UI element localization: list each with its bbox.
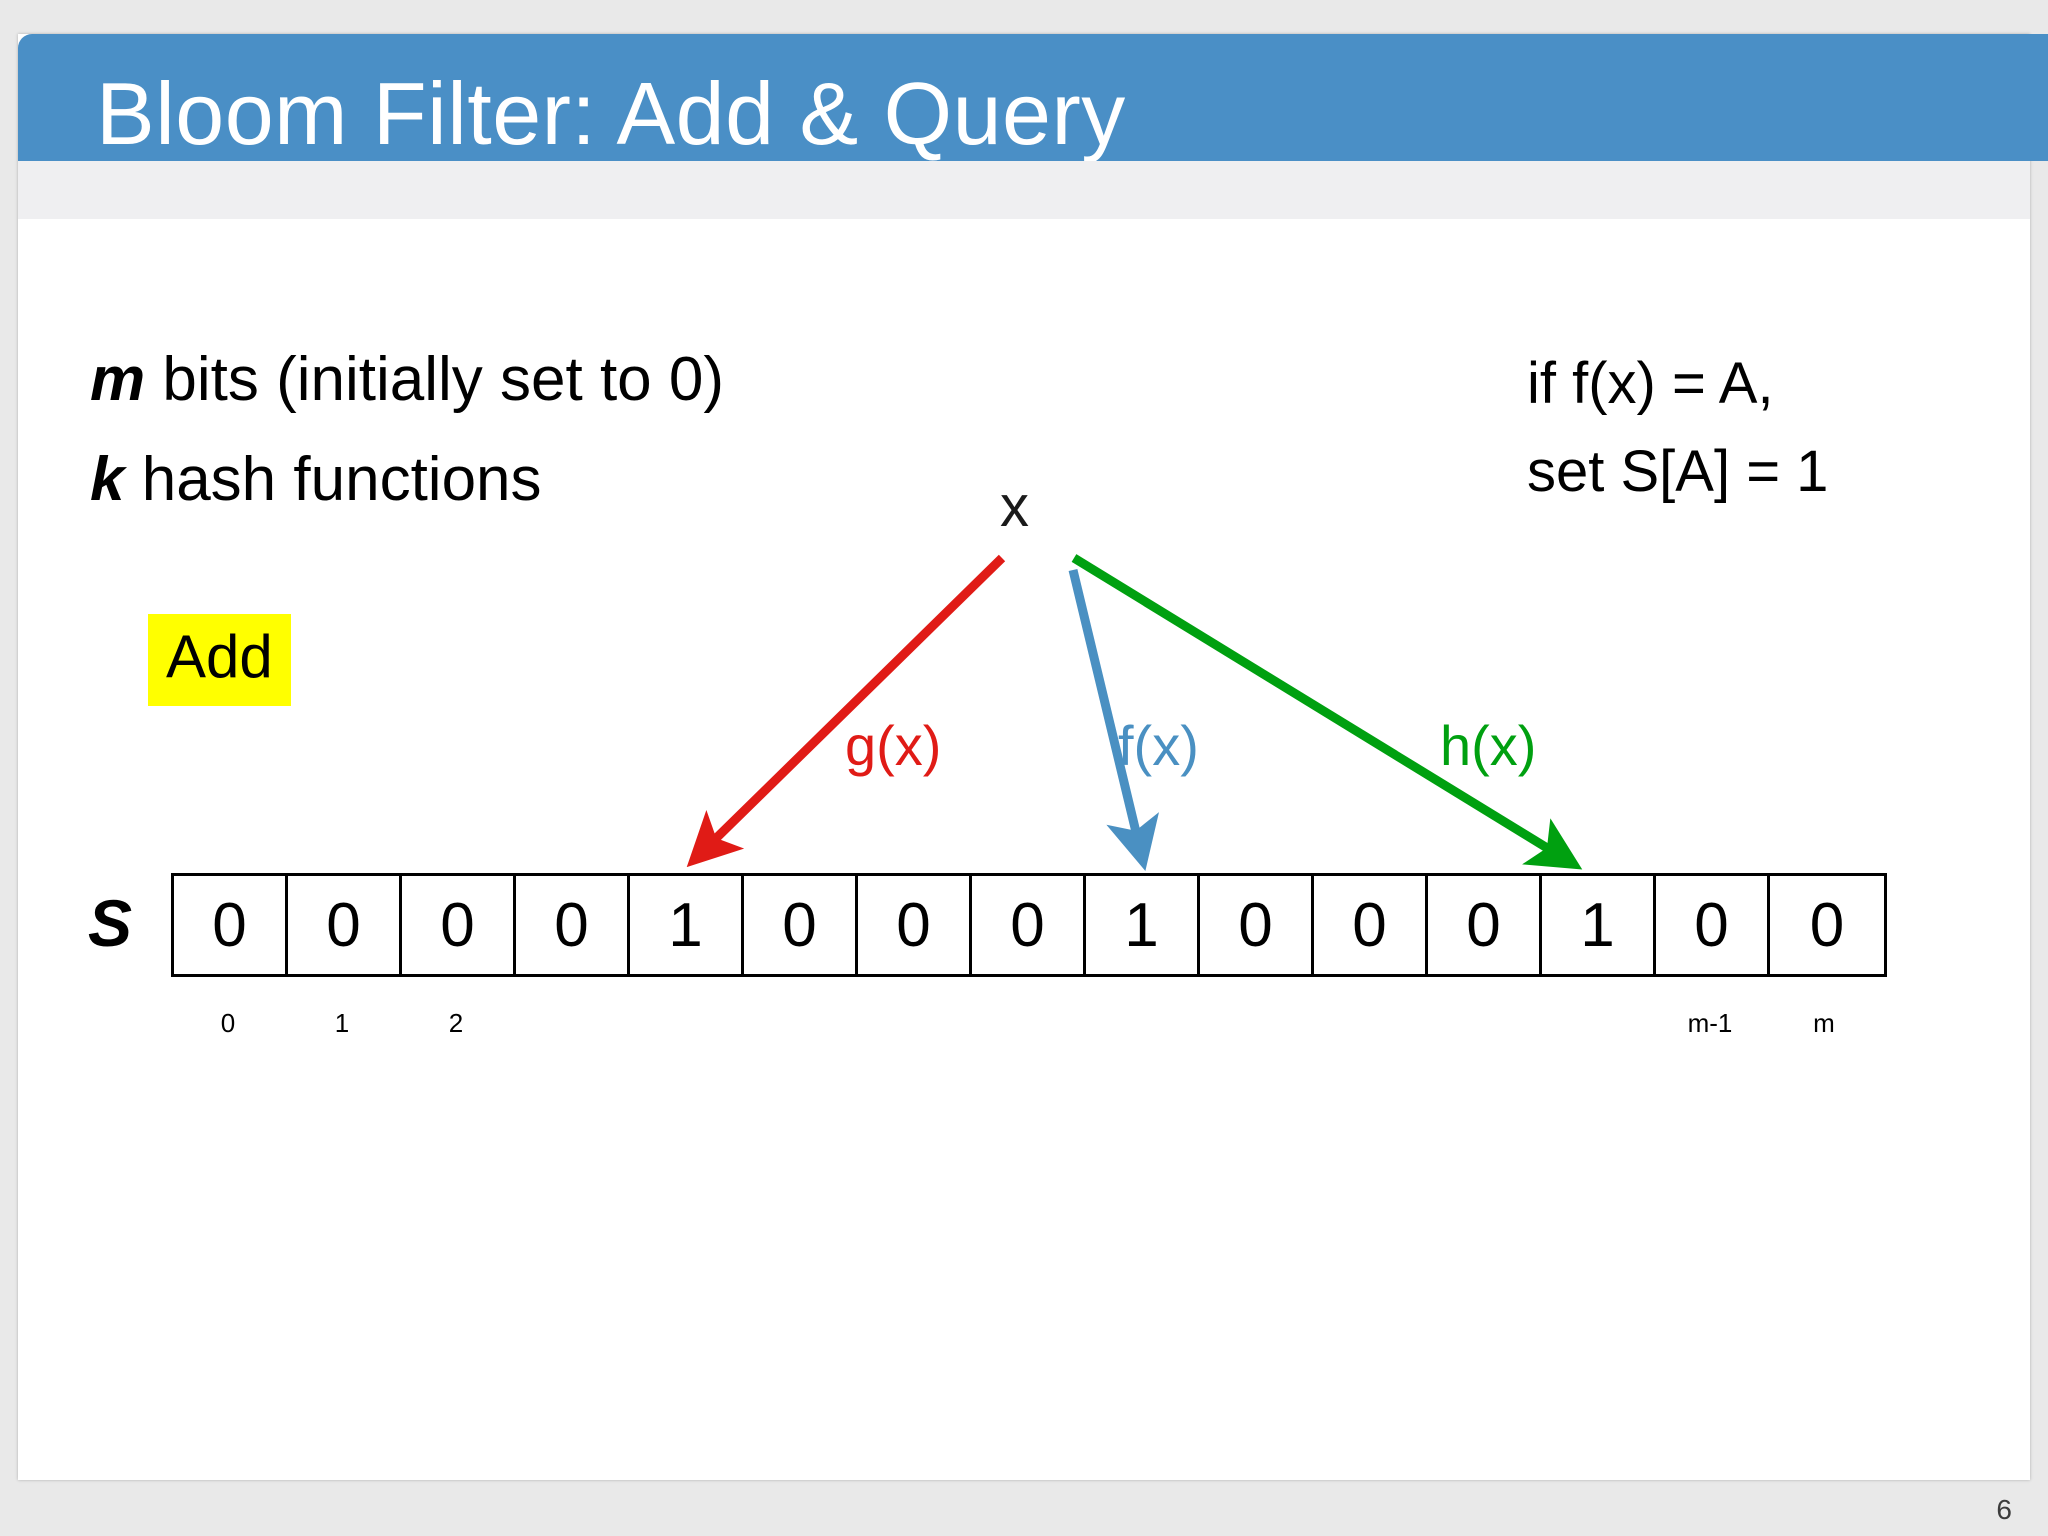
parameters-line-1-text: bits (initially set to 0) bbox=[145, 345, 724, 414]
parameters-line-2: k hash functions bbox=[90, 430, 724, 530]
bit-cell: 0 bbox=[972, 876, 1086, 976]
bit-cell: 0 bbox=[858, 876, 972, 976]
bit-cell: 0 bbox=[516, 876, 630, 976]
slide-body bbox=[18, 219, 2030, 1480]
bit-cell: 0 bbox=[744, 876, 858, 976]
hash-label-f: f(x) bbox=[1118, 714, 1199, 777]
bit-cell: 0 bbox=[1314, 876, 1428, 976]
parameters-line-1: m bits (initially set to 0) bbox=[90, 330, 724, 430]
bit-array-index-label: 1 bbox=[334, 1008, 350, 1038]
title-banner: Bloom Filter: Add & Query bbox=[18, 34, 2048, 161]
symbol-m: m bbox=[90, 345, 146, 414]
page-number: 6 bbox=[1996, 1494, 2012, 1525]
bit-array-index-label: m-1 bbox=[1687, 1008, 1733, 1038]
parameters-line-2-text: hash functions bbox=[124, 445, 542, 514]
bit-array-index-label: 0 bbox=[220, 1008, 236, 1038]
bit-cell: 1 bbox=[1086, 876, 1200, 976]
bit-cell: 0 bbox=[1656, 876, 1770, 976]
element-label-x: x bbox=[1000, 474, 1029, 539]
page-title: Bloom Filter: Add & Query bbox=[96, 64, 1126, 163]
add-rule-line-2: set S[A] = 1 bbox=[1527, 439, 1829, 504]
bit-cell: 0 bbox=[402, 876, 516, 976]
operation-label-add: Add bbox=[148, 614, 291, 706]
title-underbar bbox=[18, 161, 2030, 219]
add-rule-line-1: if f(x) = A, bbox=[1527, 351, 1774, 416]
bit-cell: 0 bbox=[174, 876, 288, 976]
bit-array-index-label: 2 bbox=[448, 1008, 464, 1038]
bit-cell: 1 bbox=[630, 876, 744, 976]
add-rule-text: if f(x) = A, set S[A] = 1 bbox=[1527, 340, 1828, 516]
hash-label-h: h(x) bbox=[1440, 714, 1537, 777]
bit-array-name: S bbox=[88, 886, 133, 960]
bit-cell: 1 bbox=[1542, 876, 1656, 976]
parameters-text: m bits (initially set to 0) k hash funct… bbox=[90, 330, 724, 530]
bit-cell: 0 bbox=[1428, 876, 1542, 976]
bit-array-index-label: m bbox=[1813, 1008, 1835, 1038]
bit-cell: 0 bbox=[1200, 876, 1314, 976]
hash-label-g: g(x) bbox=[845, 714, 942, 777]
bit-cell: 0 bbox=[288, 876, 402, 976]
bit-cell: 0 bbox=[1809, 891, 1845, 960]
symbol-k: k bbox=[90, 445, 125, 514]
